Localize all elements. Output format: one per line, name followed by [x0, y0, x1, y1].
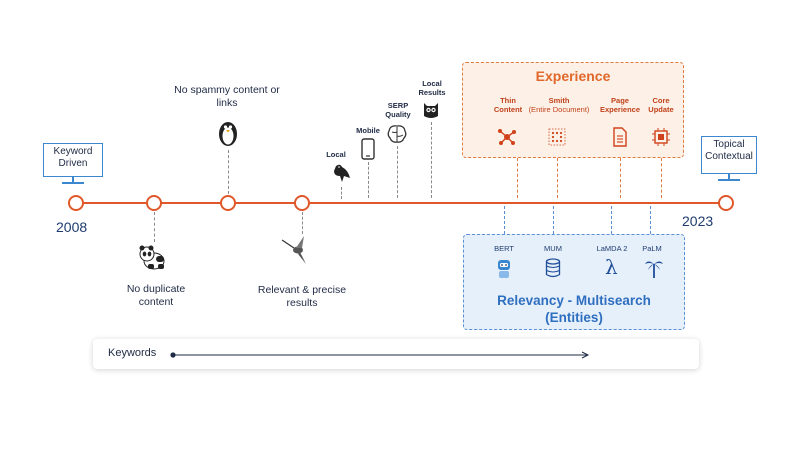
- chip-icon: [652, 128, 670, 146]
- panda-icon: [138, 244, 168, 270]
- smith-connector: [557, 158, 558, 198]
- relevancy-box: [463, 234, 685, 330]
- page-experience-title: Page Experience: [599, 96, 641, 114]
- experience-box: [462, 62, 684, 158]
- smith-title: Smith: [548, 96, 570, 105]
- mobile-label: Mobile: [356, 126, 380, 135]
- keywords-arrow: [169, 348, 593, 360]
- local-results-connector: [431, 122, 432, 198]
- panda-connector: [154, 212, 155, 242]
- start-label: Keyword Driven: [53, 146, 93, 169]
- keywords-bar: [93, 339, 699, 369]
- lamda-connector: [611, 206, 612, 234]
- serp-quality-connector: [397, 146, 398, 198]
- page-experience-connector: [620, 158, 621, 198]
- core-update-title: Core Update: [648, 96, 674, 114]
- palm-label: PaLM: [642, 244, 662, 253]
- thin-content-label: Thin Content: [488, 96, 528, 114]
- mobile-phone-icon: [361, 138, 375, 160]
- experience-title: Experience: [535, 68, 611, 84]
- penguin-connector: [228, 150, 229, 194]
- network-icon: [497, 127, 517, 147]
- brain-icon: [386, 124, 408, 144]
- start-monitor-base: [62, 182, 84, 184]
- bert-connector: [504, 206, 505, 234]
- bert-label: BERT: [494, 244, 514, 253]
- end-label: Topical Contextual: [705, 139, 753, 162]
- timeline-node-panda: [146, 195, 162, 211]
- timeline-node-2023: [718, 195, 734, 211]
- start-monitor: Keyword Driven: [43, 143, 103, 177]
- hummingbird-label: Relevant & precise results: [257, 284, 347, 309]
- hummingbird-connector: [302, 212, 303, 234]
- smith-label: Smith (Entire Document): [524, 96, 594, 114]
- hummingbird-icon: [280, 234, 314, 268]
- database-icon: [545, 258, 561, 278]
- palm-connector: [650, 206, 651, 234]
- smith-subtitle: (Entire Document): [528, 105, 590, 114]
- mobile-connector: [368, 162, 369, 198]
- lambda-icon: λ: [605, 255, 618, 279]
- owl-icon: [422, 100, 440, 120]
- mum-label: MUM: [544, 244, 562, 253]
- year-start: 2008: [56, 219, 88, 235]
- local-results-label: Local Results: [418, 79, 446, 97]
- end-monitor-stand: [728, 174, 730, 179]
- lamda-label: LaMDA 2: [596, 244, 628, 253]
- local-connector: [341, 187, 342, 199]
- dots-grid-icon: [548, 128, 566, 146]
- document-icon: [612, 127, 628, 147]
- serp-quality-label: SERP Quality: [385, 101, 411, 119]
- penguin-label: No spammy content or links: [174, 84, 280, 109]
- relevancy-title: Relevancy - Multisearch (Entities): [497, 293, 651, 325]
- year-end: 2023: [682, 213, 714, 229]
- local-label: Local: [326, 150, 346, 159]
- pigeon-icon: [330, 162, 352, 186]
- timeline-line: [76, 202, 726, 204]
- penguin-icon: [216, 119, 240, 147]
- end-monitor-base: [718, 179, 740, 181]
- panda-label: No duplicate content: [126, 283, 186, 308]
- core-update-label: Core Update: [646, 96, 676, 114]
- keywords-label: Keywords: [108, 347, 157, 359]
- timeline-node-2008: [68, 195, 84, 211]
- robot-icon: [495, 257, 513, 279]
- mum-connector: [553, 206, 554, 234]
- timeline-node-hummingbird: [294, 195, 310, 211]
- timeline-node-penguin: [220, 195, 236, 211]
- end-monitor: Topical Contextual: [701, 136, 757, 174]
- thin-content-title: Thin Content: [493, 96, 523, 114]
- start-monitor-stand: [72, 177, 74, 182]
- core-update-connector: [661, 158, 662, 198]
- page-experience-label: Page Experience: [598, 96, 642, 114]
- palm-tree-icon: [644, 257, 664, 279]
- thin-content-connector: [517, 158, 518, 198]
